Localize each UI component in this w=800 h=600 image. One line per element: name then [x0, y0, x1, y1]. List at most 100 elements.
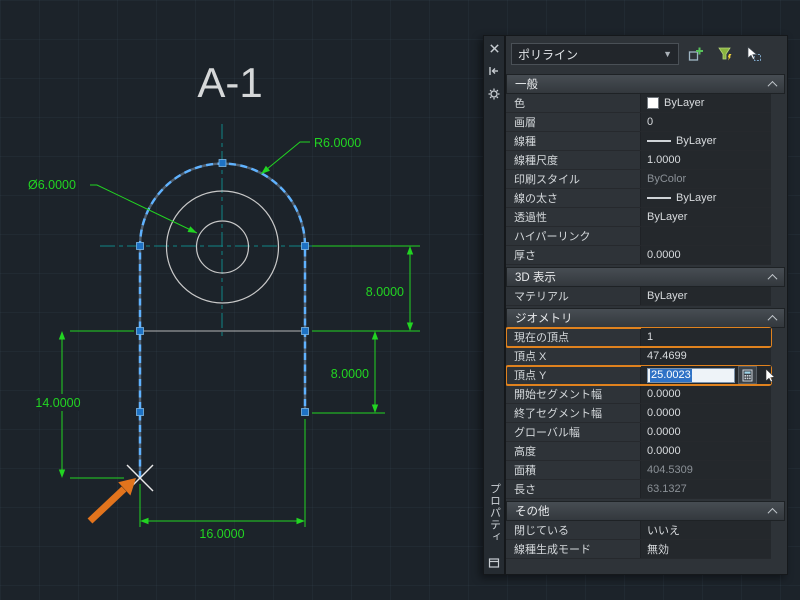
property-value[interactable]: 63.1327 — [641, 480, 771, 498]
chevron-up-icon — [767, 314, 778, 325]
property-label: 線種尺度 — [506, 151, 641, 169]
property-label: 長さ — [506, 480, 641, 498]
property-value[interactable]: ByColor — [641, 170, 771, 188]
property-label: 面積 — [506, 461, 641, 479]
gear-icon[interactable] — [487, 87, 501, 101]
property-row: 面積 404.5309 — [506, 461, 771, 480]
property-value[interactable]: 0.0000 — [641, 385, 771, 403]
value-text: ByLayer — [664, 97, 705, 109]
panel-icon[interactable] — [487, 556, 501, 570]
section-header-3[interactable]: その他 — [506, 501, 785, 521]
grip-points[interactable] — [136, 159, 309, 416]
selected-text: 25.0023 — [650, 368, 692, 382]
property-label: グローバル幅 — [506, 423, 641, 441]
object-type-dropdown[interactable]: ポリライン ▼ — [511, 43, 679, 65]
section-header-1[interactable]: 3D 表示 — [506, 267, 785, 287]
value-text: 404.5309 — [647, 464, 693, 476]
dim-bottom: 16.0000 — [199, 527, 244, 541]
dim-right-lower: 8.0000 — [331, 367, 369, 381]
property-value[interactable]: 47.4699 — [641, 347, 771, 365]
chevron-down-icon: ▼ — [663, 49, 672, 59]
property-label: 線種 — [506, 132, 641, 150]
property-value[interactable]: 1 — [641, 328, 771, 346]
dimension-lines — [61, 141, 420, 527]
property-label: 線の太さ — [506, 189, 641, 207]
property-label: 色 — [506, 94, 641, 112]
value-text: 無効 — [647, 544, 669, 556]
value-text: ByColor — [647, 173, 687, 185]
property-value[interactable]: 無効 — [641, 540, 771, 558]
property-value[interactable]: ByLayer — [641, 94, 771, 112]
calculator-icon[interactable] — [738, 366, 757, 384]
property-label: ハイパーリンク — [506, 227, 641, 245]
property-value[interactable]: 0 — [641, 113, 771, 131]
value-text: いいえ — [647, 525, 680, 537]
auto-hide-icon[interactable] — [487, 64, 501, 78]
dim-right-upper: 8.0000 — [366, 285, 404, 299]
property-value[interactable]: 0.0000 — [641, 246, 771, 264]
property-label: 線種生成モード — [506, 540, 641, 558]
dimension-arrowheads — [58, 165, 414, 525]
property-label: 閉じている — [506, 521, 641, 539]
center-lines — [100, 124, 418, 338]
close-icon[interactable] — [487, 41, 501, 55]
property-value[interactable]: 0.0000 — [641, 423, 771, 441]
property-value[interactable] — [641, 227, 771, 245]
property-value[interactable]: 1.0000 — [641, 151, 771, 169]
pickadd-toggle-button[interactable] — [684, 42, 708, 66]
callout-arrow — [87, 478, 136, 524]
quick-select-button[interactable] — [713, 42, 737, 66]
property-value[interactable]: いいえ — [641, 521, 771, 539]
value-text: ByLayer — [676, 192, 717, 204]
property-value[interactable]: ByLayer — [641, 287, 771, 305]
property-value[interactable]: ByLayer — [641, 189, 771, 207]
value-text: 0.0000 — [647, 426, 681, 438]
section-header-2[interactable]: ジオメトリ — [506, 308, 785, 328]
property-value[interactable]: 0.0000 — [641, 442, 771, 460]
property-label: マテリアル — [506, 287, 641, 305]
property-row: 閉じているいいえ — [506, 521, 771, 540]
property-value[interactable]: 25.0023 — [641, 366, 776, 384]
section-header-0[interactable]: 一般 — [506, 74, 785, 94]
property-value[interactable]: ByLayer — [641, 132, 771, 150]
value-text: 63.1327 — [647, 483, 687, 495]
palette-title: プロパティ — [488, 483, 501, 543]
value-text: 1 — [647, 331, 654, 343]
property-value[interactable]: 404.5309 — [641, 461, 771, 479]
grip — [136, 327, 144, 335]
chevron-up-icon — [767, 80, 778, 91]
property-label: 現在の頂点 — [506, 328, 641, 346]
value-text: 0.0000 — [647, 407, 681, 419]
grip — [301, 327, 309, 335]
section-label: その他 — [515, 506, 550, 518]
grip — [136, 408, 144, 416]
drawing-title: A-1 — [197, 59, 262, 106]
concentric-circles — [165, 190, 280, 304]
dim-text-mask — [26, 394, 90, 411]
vertex-y-input[interactable]: 25.0023 — [647, 367, 735, 383]
property-value[interactable]: 0.0000 — [641, 404, 771, 422]
property-row: 線の太さ ByLayer — [506, 189, 771, 208]
section-label: 3D 表示 — [515, 272, 556, 284]
property-label: 高度 — [506, 442, 641, 460]
value-text: 47.4699 — [647, 350, 687, 362]
value-text: 0.0000 — [647, 445, 681, 457]
property-value[interactable]: ByLayer — [641, 208, 771, 226]
property-row: グローバル幅 0.0000 — [506, 423, 771, 442]
select-objects-button[interactable] — [742, 42, 766, 66]
chevron-up-icon — [767, 273, 778, 284]
property-label: 開始セグメント幅 — [506, 385, 641, 403]
property-row: 色 ByLayer — [506, 94, 771, 113]
value-text: ByLayer — [676, 135, 717, 147]
grip — [218, 159, 227, 167]
property-row: 線種生成モード無効 — [506, 540, 771, 559]
